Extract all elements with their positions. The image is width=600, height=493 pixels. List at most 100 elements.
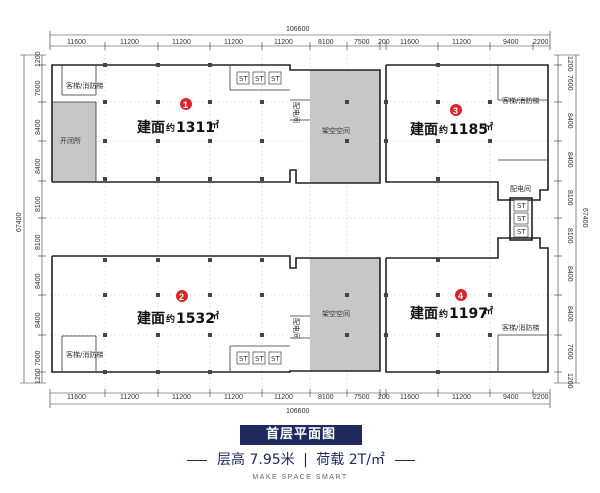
bottom-seg-0: 11600: [67, 394, 86, 401]
unit-3-number: 3: [453, 106, 458, 116]
label-elevator-fire-2: 客梯/消防梯: [66, 350, 103, 359]
bottom-dimension-line: [49, 389, 551, 408]
unit-4-label: 4 建面 约 1197 ㎡: [410, 289, 493, 322]
label-elevator-fire-1: 客梯/消防梯: [66, 81, 103, 90]
spec-line: 层高 7.95米 | 荷载 2T/㎡: [170, 451, 432, 469]
lift-tag: ST: [239, 355, 248, 363]
overhead-space-top: [310, 70, 380, 183]
bottom-seg-2: 11200: [172, 394, 191, 401]
spec-separator: |: [303, 452, 308, 468]
unit-2-area-tag: 约: [166, 313, 175, 325]
unit-2-area-unit: ㎡: [210, 310, 219, 322]
left-seg-0: 1200: [35, 51, 42, 67]
unit-4-marker: [455, 289, 467, 301]
left-dimension-line: [20, 54, 46, 384]
bottom-seg-7: 200: [378, 394, 390, 401]
total-height-label-left: 67400: [16, 212, 23, 232]
top-seg-2: 11200: [172, 39, 191, 46]
top-seg-5: 8100: [318, 39, 334, 46]
label-power-room-2: 配电间: [292, 318, 301, 339]
top-seg-7: 200: [378, 39, 390, 46]
left-seg-1: 7600: [35, 80, 42, 96]
left-seg-7: 8400: [35, 312, 42, 328]
unit-2-area-value: 1532: [176, 311, 215, 327]
total-width-label: 106600: [286, 26, 309, 33]
overhead-space-bottom: [310, 258, 380, 371]
bottom-seg-6: 7500: [354, 394, 370, 401]
unit-1-area-label: 建面: [137, 119, 165, 136]
left-seg-5: 8100: [35, 234, 42, 250]
structural-columns: [103, 63, 492, 374]
unit-4-area-value: 1197: [449, 306, 488, 322]
unit-1-area-value: 1311: [176, 120, 215, 136]
left-seg-3: 8400: [35, 158, 42, 174]
label-overhead-bottom: 架空空间: [322, 309, 350, 318]
label-open-room: 开闭所: [60, 136, 81, 145]
plan-title: 首层平面图: [240, 425, 362, 445]
unit-3-area-unit: ㎡: [484, 121, 493, 133]
total-width-label-bottom: 106600: [286, 408, 309, 415]
unit-2-marker: [176, 290, 188, 302]
top-seg-6: 7500: [354, 39, 370, 46]
unit-1-area-unit: ㎡: [210, 119, 219, 131]
unit-1-marker: [180, 98, 192, 110]
right-seg-2: 8400: [566, 113, 573, 129]
top-seg-9: 11200: [452, 39, 471, 46]
unit-2-area-label: 建面: [137, 310, 165, 327]
right-seg-8: 7600: [566, 344, 573, 360]
lift-tag: ST: [255, 75, 264, 83]
top-seg-0: 11600: [67, 39, 86, 46]
lift-tag: ST: [517, 202, 526, 210]
label-power-room-1: 配电间: [292, 102, 301, 123]
right-seg-5: 8100: [566, 228, 573, 244]
left-seg-9: 1200: [35, 368, 42, 384]
left-rule: [186, 459, 207, 461]
unit-3-area-label: 建面: [410, 121, 438, 138]
unit-2-number: 2: [179, 292, 184, 302]
bottom-seg-10: 9400: [503, 394, 519, 401]
floor-height: 层高 7.95米: [217, 452, 295, 468]
lift-tag: ST: [271, 75, 280, 83]
lift-tag: ST: [517, 215, 526, 223]
unit-4-area-label: 建面: [410, 305, 438, 322]
unit-2-label: 2 建面 约 1532 ㎡: [137, 290, 219, 327]
bottom-seg-11: 2200: [533, 394, 549, 401]
bottom-seg-1: 11200: [120, 394, 139, 401]
label-power-room-3: 配电间: [510, 184, 531, 193]
unit-1-area-tag: 约: [166, 122, 175, 134]
top-seg-1: 11200: [120, 39, 139, 46]
top-seg-3: 11200: [224, 39, 243, 46]
unit-4-number: 4: [458, 291, 463, 301]
left-segment-labels: 1200 7600 8400 8400 8100 8100 8400 8400 …: [35, 51, 42, 384]
floor-load: 荷载 2T/㎡: [316, 452, 385, 468]
top-seg-11: 2200: [533, 39, 549, 46]
total-height-label-right: 67400: [581, 208, 588, 228]
unit-4-area-tag: 约: [439, 308, 448, 320]
unit-3-marker: [450, 104, 462, 116]
top-seg-8: 11600: [400, 39, 419, 46]
top-segment-labels: 11600 11200 11200 11200 11200 8100 7500 …: [67, 39, 549, 46]
floor-plan: 106600 11600 11200 11200 11200 11200 810…: [16, 26, 588, 415]
lift-tag: ST: [239, 75, 248, 83]
slogan: MAKE SPACE SMART: [252, 474, 348, 481]
unit-3-area-tag: 约: [439, 124, 448, 136]
left-seg-8: 7600: [35, 350, 42, 366]
right-dimension-line: [554, 54, 580, 384]
partitions: [52, 65, 548, 372]
top-seg-10: 9400: [503, 39, 519, 46]
lift-tag: ST: [517, 228, 526, 236]
bottom-seg-8: 11600: [400, 394, 419, 401]
lift-tag: ST: [271, 355, 280, 363]
right-seg-3: 8400: [566, 152, 573, 168]
bottom-seg-9: 11200: [452, 394, 471, 401]
right-segment-labels: 1200 7600 8400 8400 8100 8100 8400 8400 …: [566, 56, 573, 389]
right-seg-1: 7600: [566, 75, 573, 91]
unit-1-label: 1 建面 约 1311 ㎡: [137, 98, 219, 136]
lift-boxes: [236, 71, 529, 365]
right-seg-9: 1200: [566, 373, 573, 389]
right-seg-7: 8400: [566, 306, 573, 322]
unit-4-area-unit: ㎡: [484, 305, 493, 317]
right-rule: [395, 459, 416, 461]
top-seg-4: 11200: [274, 39, 293, 46]
lift-labels: ST ST ST ST ST ST ST ST ST: [239, 75, 526, 363]
